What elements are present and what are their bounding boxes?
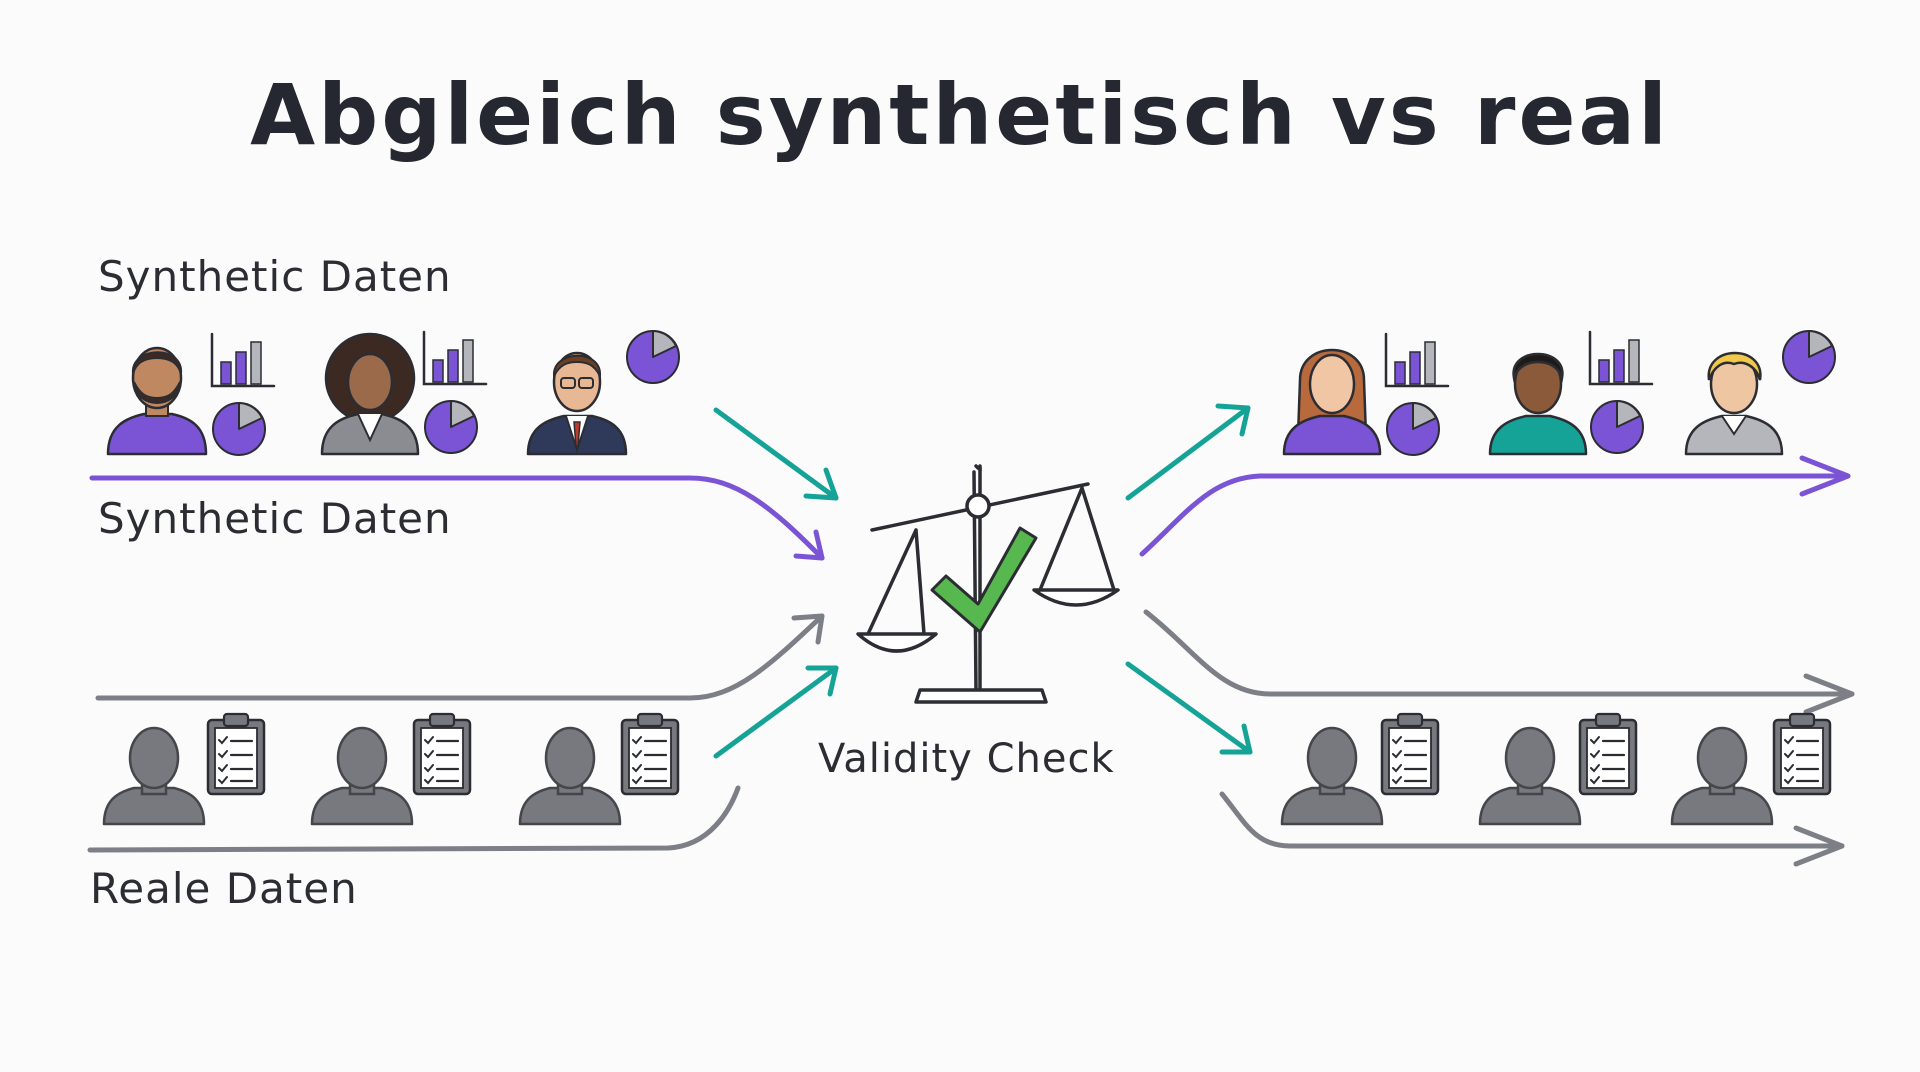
- teal-arrowhead-bottom-left: [805, 665, 839, 697]
- pie-chart-icon: [626, 330, 680, 384]
- real-flow-line-upper-left: [95, 613, 825, 701]
- person-silhouette-icon: [102, 726, 206, 826]
- teal-arrowhead-bottom-right: [1219, 723, 1253, 755]
- teal-arrowhead-top-left: [803, 467, 839, 501]
- real-flow-arrowhead-lower-right: [1793, 825, 1845, 867]
- teal-arrow-top-left: [713, 407, 839, 501]
- synthetic-data-label-top: Synthetic Daten: [98, 252, 452, 301]
- man-glasses-suit-avatar-icon: [526, 351, 628, 456]
- checkmark-icon: [930, 526, 1038, 634]
- woman-long-hair-avatar-icon: [1282, 348, 1382, 456]
- bar-chart-icon: [422, 330, 488, 386]
- teal-arrow-bottom-left: [713, 665, 839, 759]
- page-title: Abgleich synthetisch vs real: [250, 66, 1670, 164]
- synthetic-data-label-mid: Synthetic Daten: [98, 494, 452, 543]
- real-flow-line-lower-left: [87, 785, 741, 853]
- woman-curly-avatar-icon: [320, 332, 420, 456]
- teal-arrow-bottom-right: [1125, 661, 1253, 755]
- person-silhouette-icon: [518, 726, 622, 826]
- real-flow-line-lower-right: [1219, 791, 1845, 849]
- pie-chart-icon: [1590, 400, 1644, 454]
- right-flow-arrows: [1125, 403, 1855, 867]
- clipboard-checklist-icon: [1772, 712, 1832, 796]
- person-silhouette-icon: [1670, 726, 1774, 826]
- balance-scale-icon: [856, 464, 1120, 704]
- real-data-label: Reale Daten: [90, 864, 358, 913]
- validity-check-label: Validity Check: [818, 736, 1115, 782]
- real-flow-arrowhead-upper-left: [791, 613, 825, 645]
- pie-chart-icon: [1782, 330, 1836, 384]
- synthetic-flow-line-left: [89, 475, 825, 561]
- person-silhouette-icon: [310, 726, 414, 826]
- teal-arrowhead-top-right: [1215, 403, 1251, 437]
- clipboard-checklist-icon: [1380, 712, 1440, 796]
- clipboard-checklist-icon: [206, 712, 266, 796]
- synthetic-flow-arrowhead-left: [793, 529, 825, 561]
- bar-chart-icon: [210, 332, 276, 388]
- person-silhouette-icon: [1280, 726, 1384, 826]
- synthetic-flow-line-right: [1139, 473, 1851, 557]
- real-flow-arrowhead-upper-right: [1803, 673, 1855, 715]
- pie-chart-icon: [1386, 402, 1440, 456]
- clipboard-checklist-icon: [412, 712, 472, 796]
- synthetic-flow-arrowhead-right: [1799, 455, 1851, 497]
- bar-chart-icon: [1588, 330, 1654, 386]
- clipboard-checklist-icon: [620, 712, 680, 796]
- man-blond-avatar-icon: [1684, 351, 1784, 456]
- person-silhouette-icon: [1478, 726, 1582, 826]
- clipboard-checklist-icon: [1578, 712, 1638, 796]
- bar-chart-icon: [1384, 332, 1450, 388]
- man-beard-avatar-icon: [106, 346, 208, 456]
- pie-chart-icon: [424, 400, 478, 454]
- left-flow-arrows: [87, 407, 839, 853]
- teal-arrow-top-right: [1125, 405, 1251, 501]
- man-curly-avatar-icon: [1488, 352, 1588, 456]
- real-flow-line-upper-right: [1143, 609, 1855, 697]
- pie-chart-icon: [212, 402, 266, 456]
